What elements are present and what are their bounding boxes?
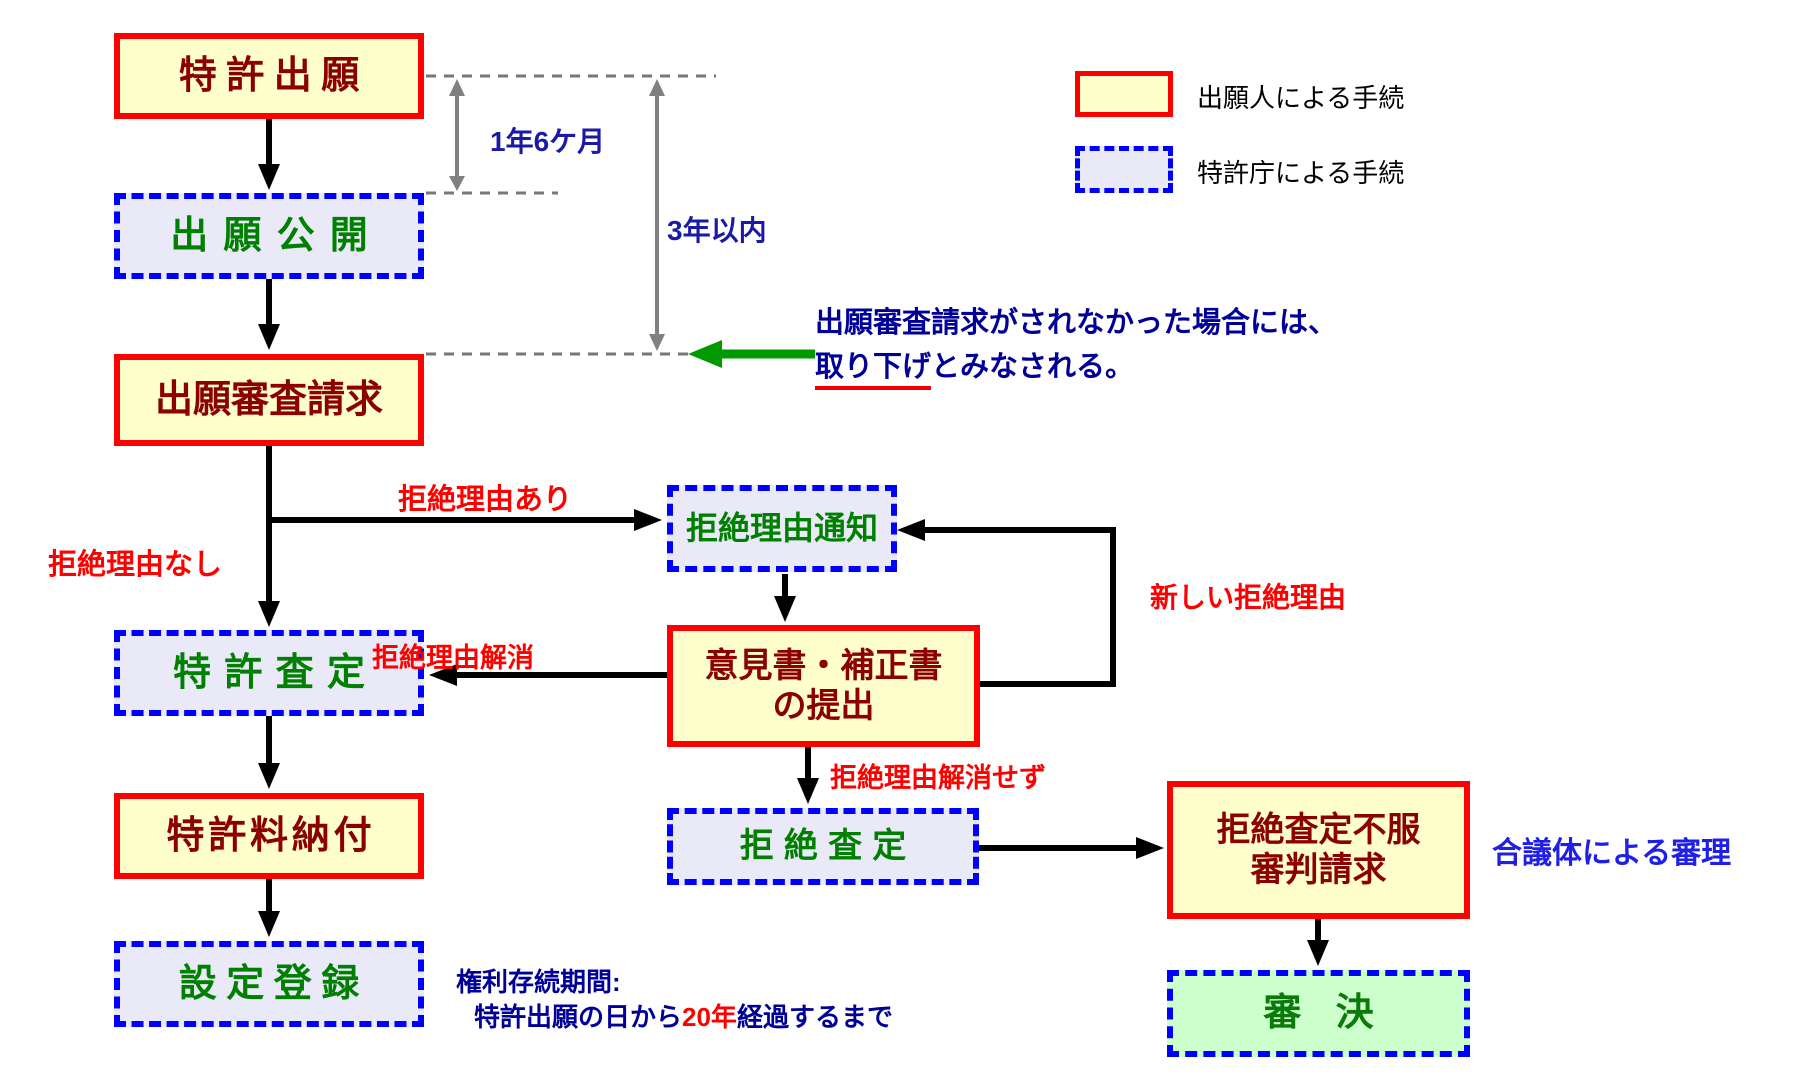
node-opinion-amendment-line1: 意見書・補正書	[704, 646, 943, 685]
timeline-label-3y: 3年以内	[667, 215, 767, 246]
annotation-duration-years: 20年	[682, 1002, 737, 1032]
legend-applicant-swatch	[1075, 71, 1173, 117]
node-refusal-notice: 拒絶理由通知	[667, 485, 897, 572]
connector-refusal-to-appeal	[979, 837, 1164, 859]
edge-label-reason-not-resolved: 拒絶理由解消せず	[830, 763, 1046, 793]
annotation-no-request-line2-rest: とみなされる。	[931, 351, 1135, 383]
node-registration-label: 設定登録	[178, 962, 369, 1005]
connector-appeal-to-decision	[1307, 919, 1329, 966]
node-refusal-decision: 拒絶査定	[667, 808, 979, 885]
connector-publication-to-examination	[258, 279, 280, 350]
node-fee-payment: 特許料納付	[114, 793, 424, 879]
node-appeal-request-line2: 審判請求	[1250, 851, 1387, 889]
annotation-no-request: 出願審査請求がされなかった場合には、 取り下げとみなされる。	[815, 301, 1338, 390]
node-opinion-amendment: 意見書・補正書 の提出	[667, 625, 980, 747]
connector-branch-to-refusal-notice	[266, 509, 662, 531]
node-refusal-notice-label: 拒絶理由通知	[685, 509, 878, 546]
annotation-duration-before: 特許出願の日から	[474, 1002, 683, 1032]
annotation-no-request-line2: 取り下げとみなされる。	[815, 345, 1337, 390]
flow-arrows	[258, 119, 1329, 966]
connector-opinion-to-refusal-decision	[797, 747, 819, 804]
annotation-withdrawn-underlined: 取り下げ	[815, 351, 932, 390]
connector-notice-to-opinion	[774, 574, 796, 622]
connector-examination-to-grant	[258, 446, 280, 627]
annotation-duration-heading: 権利存続期間:	[456, 967, 621, 997]
node-publication-label: 出願公開	[170, 214, 383, 257]
connector-application-to-publication	[258, 119, 280, 190]
green-withdrawn-arrow	[688, 340, 815, 368]
dimension-arrow-3y	[649, 79, 665, 351]
node-appeal-decision: 審決	[1167, 970, 1470, 1057]
node-examination-request-label: 出願審査請求	[154, 378, 383, 421]
timeline-label-1y6m: 1年6ケ月	[490, 126, 606, 157]
node-publication: 出願公開	[114, 193, 424, 279]
node-appeal-request-line1: 拒絶査定不服	[1216, 810, 1421, 849]
connector-new-reason-feedback	[897, 519, 1116, 687]
node-patent-application-label: 特許出願	[178, 54, 369, 97]
annotation-duration-after: 経過するまで	[736, 1002, 893, 1032]
node-registration: 設定登録	[114, 941, 424, 1027]
edge-label-reason-resolved: 拒絶理由解消	[372, 643, 534, 673]
annotation-duration-line: 特許出願の日から20年経過するまで	[474, 997, 893, 1034]
edge-label-new-reason: 新しい拒絶理由	[1150, 582, 1347, 613]
node-appeal-request: 拒絶査定不服 審判請求	[1167, 781, 1470, 919]
edge-label-reason-none: 拒絶理由なし	[48, 549, 223, 581]
legend-office-label: 特許庁による手続	[1197, 158, 1405, 188]
node-examination-request: 出願審査請求	[114, 354, 424, 446]
node-patent-grant-decision-label: 特許査定	[173, 651, 379, 694]
legend-office-swatch	[1075, 146, 1173, 193]
node-fee-payment-label: 特許料納付	[166, 814, 376, 857]
node-patent-application: 特許出願	[114, 33, 424, 119]
annotation-panel-review: 合議体による審理	[1492, 837, 1732, 870]
legend-applicant-label: 出願人による手続	[1197, 83, 1405, 113]
dimension-arrow-1y6m	[449, 79, 465, 191]
node-appeal-decision-label: 審決	[1263, 992, 1408, 1035]
connector-grant-to-fee	[258, 716, 280, 789]
connector-opinion-to-grant	[429, 664, 667, 686]
node-refusal-decision-label: 拒絶査定	[739, 827, 917, 866]
annotation-no-request-line1: 出願審査請求がされなかった場合には、	[815, 307, 1338, 339]
node-patent-grant-decision: 特許査定	[114, 630, 424, 716]
edge-label-reason-exists: 拒絶理由あり	[398, 484, 573, 516]
node-opinion-amendment-line2: の提出	[772, 687, 875, 725]
connector-fee-to-registration	[258, 879, 280, 937]
